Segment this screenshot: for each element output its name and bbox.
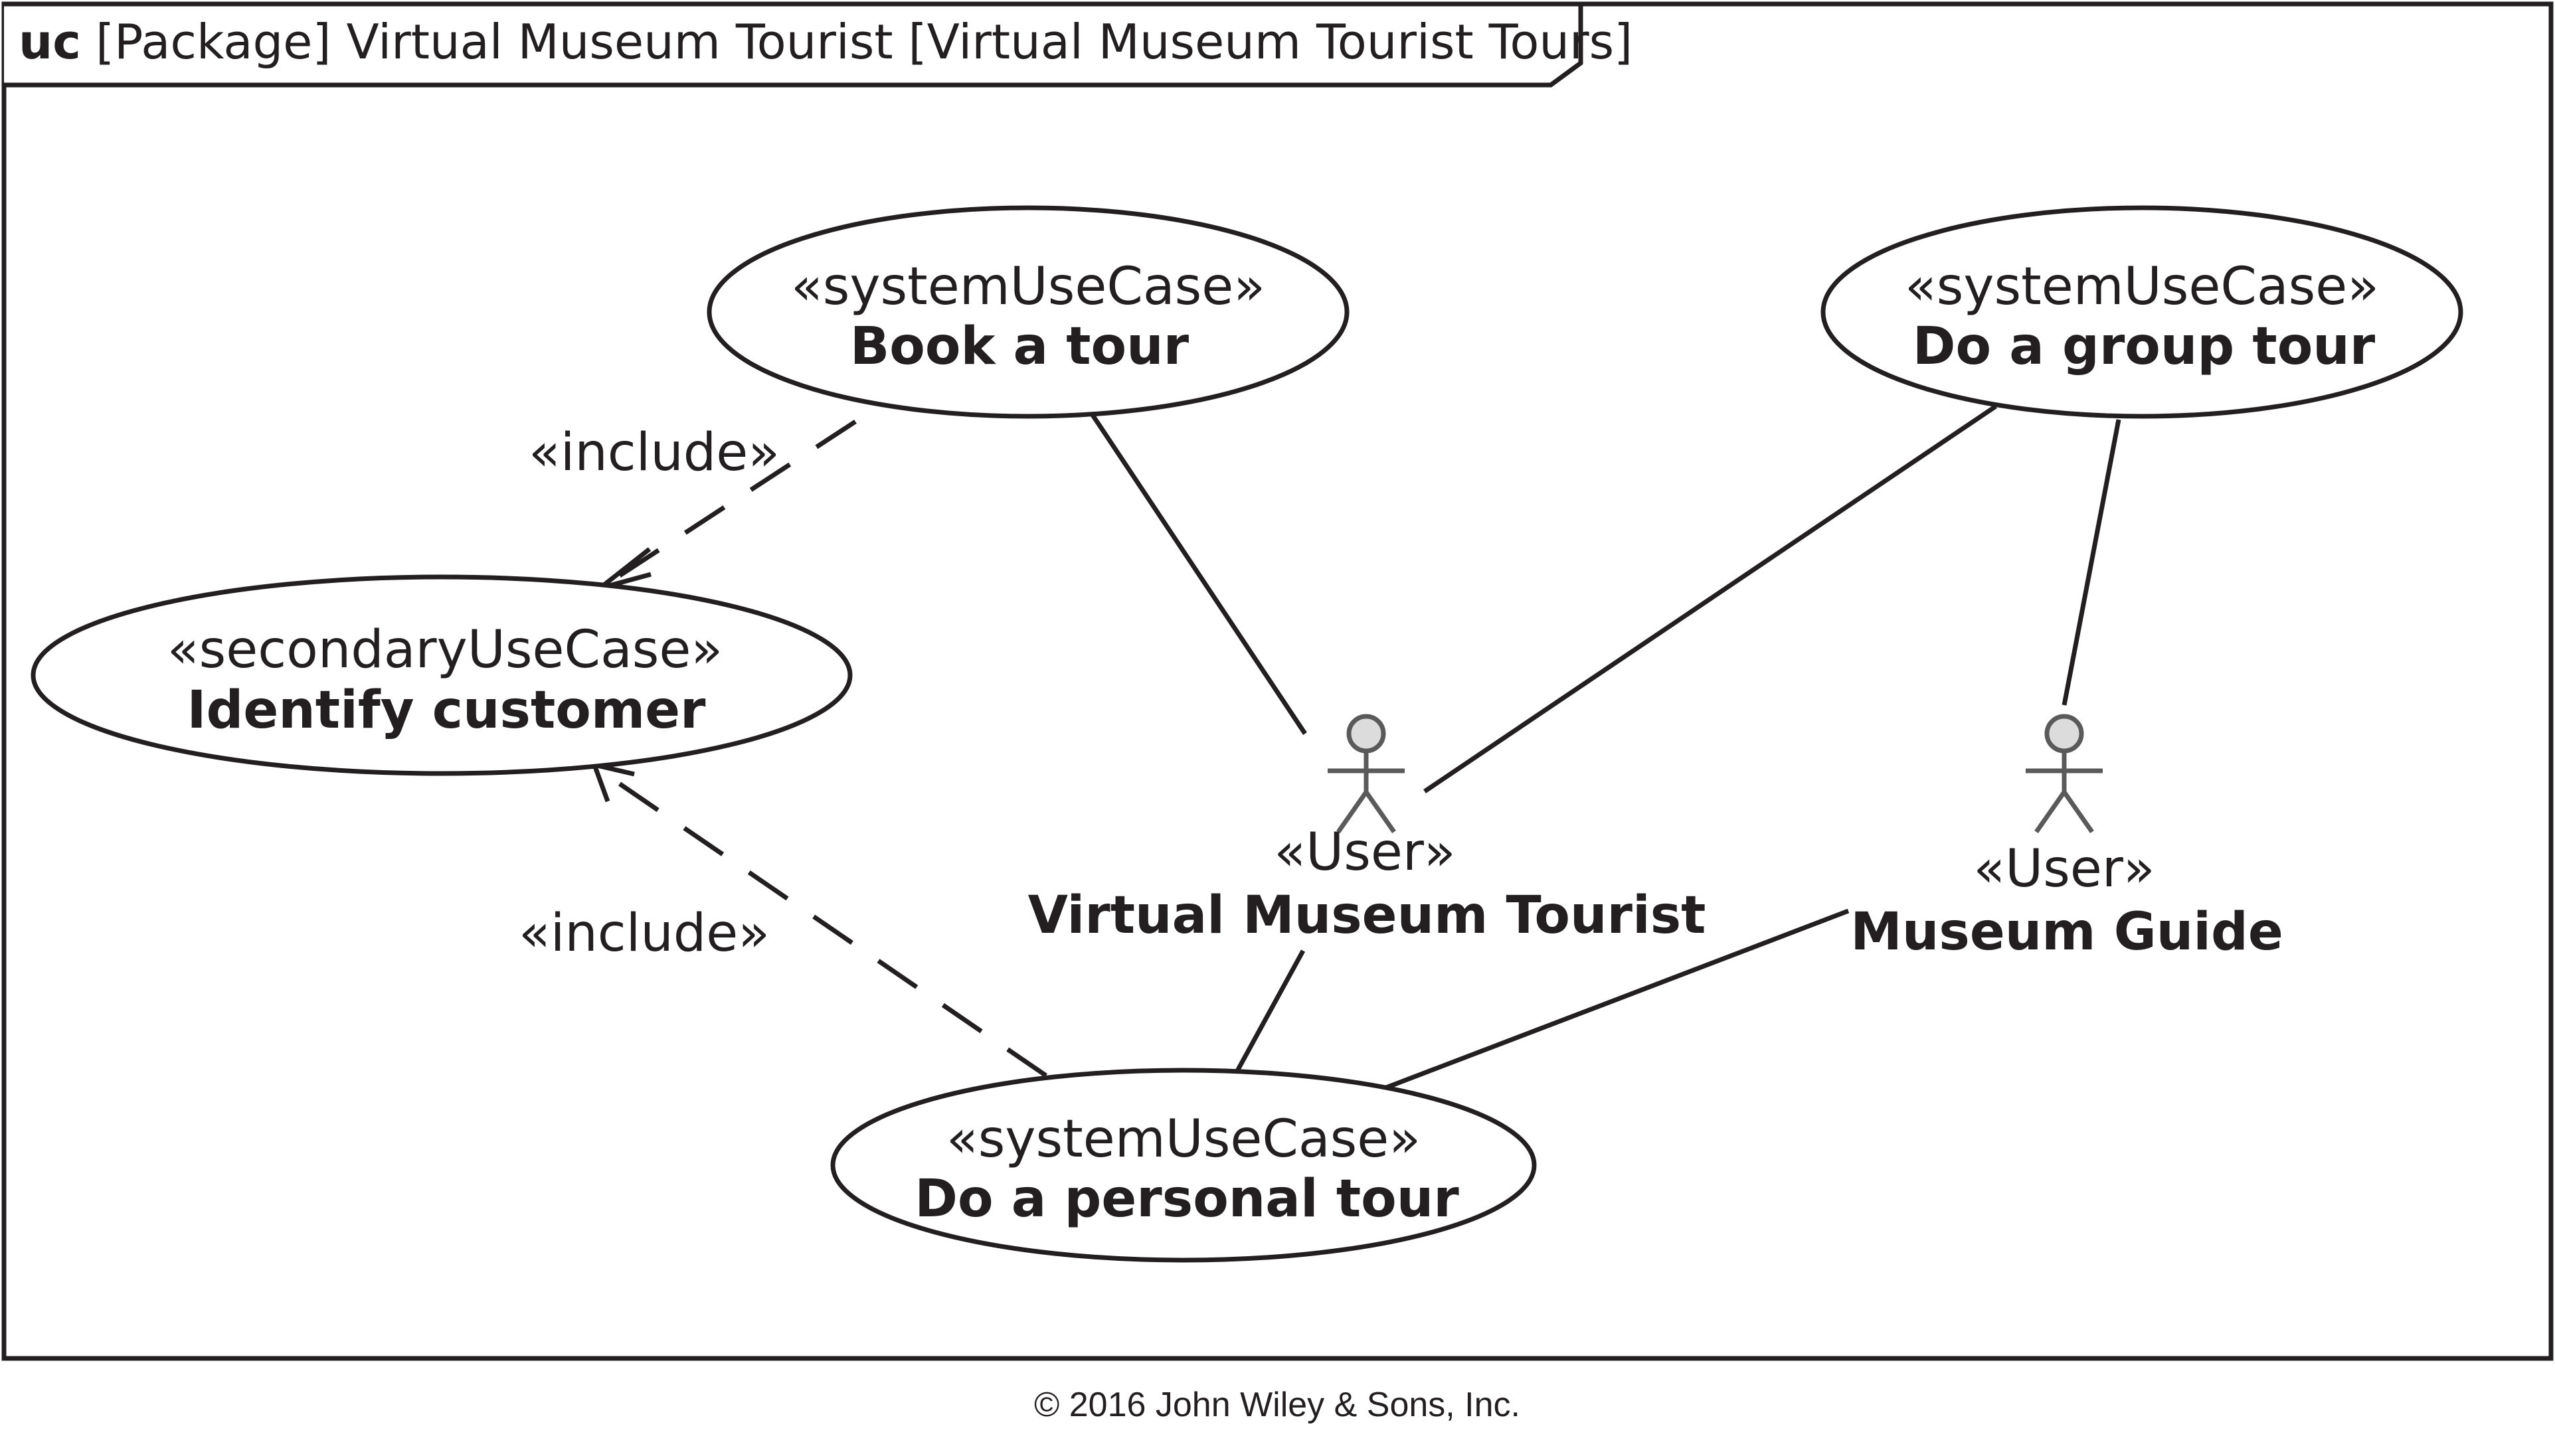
usecase-group-tour: «systemUseCase» Do a group tour <box>1820 205 2463 419</box>
include-arrowhead-personal <box>590 762 635 803</box>
actor-virtual-museum-tourist: «User» Virtual Museum Tourist <box>1028 714 1706 945</box>
assoc-guide-personal <box>1381 908 1850 1092</box>
usecase-group-name: Do a group tour <box>1913 317 2376 376</box>
assoc-tourist-personal <box>1231 949 1306 1078</box>
usecase-personal-ellipse <box>830 1068 1537 1263</box>
usecase-personal-name: Do a personal tour <box>915 1169 1459 1229</box>
usecase-personal-tour: «systemUseCase» Do a personal tour <box>830 1068 1537 1263</box>
assoc-tourist-book <box>1091 414 1307 735</box>
include-line-personal <box>596 767 1047 1078</box>
frame-label: [Package] Virtual Museum Tourist [Virtua… <box>96 14 1632 70</box>
actor-guide-stereotype: «User» <box>1973 839 2155 899</box>
usecase-book-name: Book a tour <box>850 317 1189 376</box>
assoc-guide-group <box>2062 419 2121 706</box>
actor-guide-name: Museum Guide <box>1850 902 2283 962</box>
usecase-book-stereotype: «systemUseCase» <box>791 257 1265 317</box>
include-label-top: «include» <box>529 423 780 483</box>
usecase-identify-ellipse <box>31 574 853 776</box>
copyright-notice: © 2016 John Wiley & Sons, Inc. <box>1034 1386 1520 1424</box>
assoc-tourist-group <box>1423 404 1997 793</box>
actor-museum-guide: «User» Museum Guide <box>1850 714 2283 962</box>
include-arrowhead-book <box>598 547 652 591</box>
usecase-book-a-tour: «systemUseCase» Book a tour <box>707 205 1350 419</box>
stick-figure-icon <box>1328 714 1405 834</box>
frame-heading: uc [Package] Virtual Museum Tourist [Virt… <box>19 14 1632 70</box>
usecase-identify-name: Identify customer <box>187 681 706 740</box>
usecase-group-ellipse <box>1820 205 2463 419</box>
stick-figure-icon <box>2026 714 2103 834</box>
usecase-book-ellipse <box>707 205 1350 419</box>
actor-tourist-stereotype: «User» <box>1274 823 1455 882</box>
include-line-book <box>603 420 857 588</box>
include-label-bottom: «include» <box>519 904 770 963</box>
usecase-group-stereotype: «systemUseCase» <box>1905 257 2379 317</box>
actor-tourist-name: Virtual Museum Tourist <box>1028 886 1706 945</box>
usecase-identify-customer: «secondaryUseCase» Identify customer <box>31 574 853 776</box>
usecase-identify-stereotype: «secondaryUseCase» <box>167 620 723 680</box>
usecase-personal-stereotype: «systemUseCase» <box>946 1109 1421 1169</box>
frame-tab <box>4 1 1583 88</box>
frame-keyword: uc <box>19 14 81 70</box>
